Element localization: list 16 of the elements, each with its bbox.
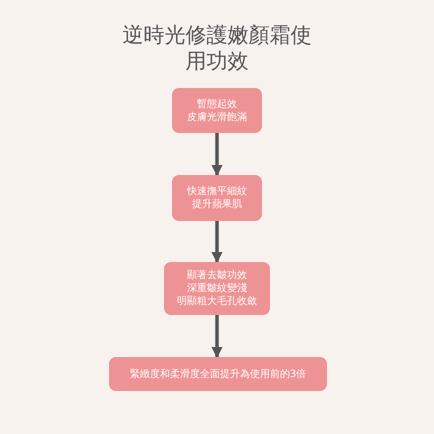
box-text: 暫態起效 (197, 98, 237, 110)
box-text: 緊緻度和柔滑度全面提升為使用前的3倍 (130, 368, 306, 380)
process-box (172, 88, 262, 133)
box-text: 提升蘋果肌 (192, 198, 242, 211)
process-box (172, 175, 262, 221)
box-text: 顯著去皺功效 (187, 269, 247, 282)
arrow (211, 133, 223, 176)
box-text: 快速撫平細紋 (187, 185, 247, 198)
box-text: 皮膚光滑飽滿 (187, 110, 247, 124)
process-box (164, 262, 270, 315)
arrow (211, 221, 223, 264)
title: 逆時光修護嫩顏霜使用功效 (122, 22, 312, 74)
box-text: 深重皺紋變淺 (187, 282, 247, 295)
box-text: 明顯粗大毛孔收斂 (177, 295, 257, 308)
process-box (109, 357, 327, 391)
arrow (211, 315, 223, 358)
